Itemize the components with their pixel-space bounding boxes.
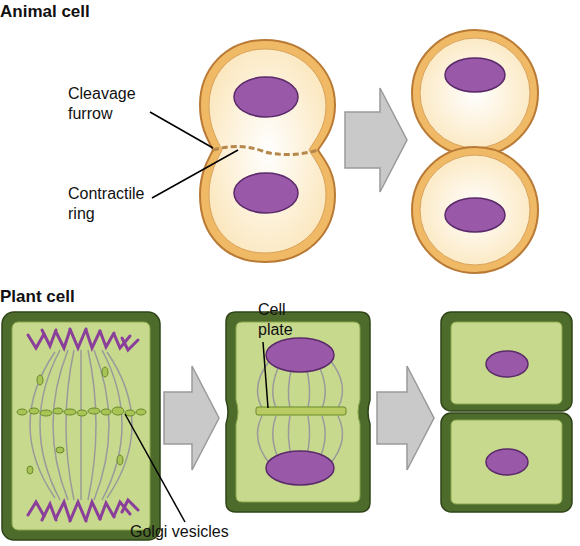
callout-label: Golgi vesicles <box>130 522 330 542</box>
callout-label: Contractile ring <box>68 184 158 224</box>
cell-wall <box>441 312 572 411</box>
animal-cell-membrane <box>200 40 335 262</box>
contractile-ring <box>213 146 318 154</box>
nucleus <box>445 58 505 92</box>
nucleus <box>266 338 334 372</box>
daughter-cytoplasm <box>420 155 530 265</box>
daughter-cell <box>412 30 538 156</box>
nucleus <box>486 449 528 475</box>
nucleus <box>234 77 298 117</box>
nucleus <box>266 451 334 485</box>
plant-cytoplasm <box>12 322 150 530</box>
plant-cytoplasm <box>236 322 360 502</box>
cell-wall <box>226 312 370 512</box>
nucleus <box>486 351 528 377</box>
process-arrow <box>164 366 219 470</box>
section-heading: Animal cell <box>0 2 200 22</box>
nucleus <box>445 198 505 232</box>
cell-wall <box>2 312 160 540</box>
nucleus <box>234 173 298 213</box>
daughter-cytoplasm <box>420 38 530 148</box>
golgi-vesicle-row <box>17 367 146 474</box>
cell-plate <box>256 407 346 415</box>
callout-label: Cell plate <box>258 300 308 340</box>
leader-line <box>152 150 238 198</box>
process-arrow <box>345 88 407 192</box>
plant-cytoplasm <box>451 420 562 504</box>
cell-wall <box>441 413 572 512</box>
callout-label: Cleavage furrow <box>68 84 158 124</box>
daughter-cell <box>412 147 538 273</box>
section-heading: Plant cell <box>0 287 200 307</box>
leader-line <box>125 414 185 522</box>
process-arrow <box>377 366 434 470</box>
spindle-fibers <box>30 350 132 500</box>
leader-line <box>263 342 268 408</box>
leader-line <box>150 112 213 148</box>
animal-cytoplasm <box>209 49 326 253</box>
chromosomes <box>28 329 138 521</box>
plant-cytoplasm <box>451 322 562 404</box>
